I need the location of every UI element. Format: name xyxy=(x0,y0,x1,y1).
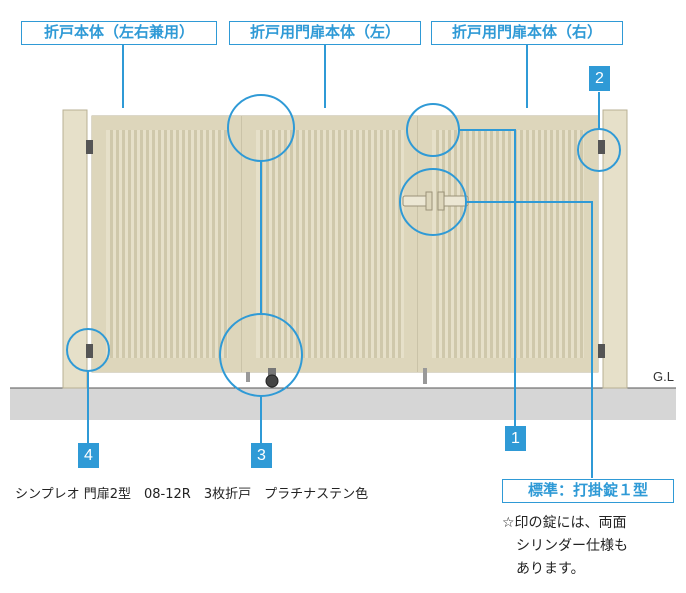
drop-rod xyxy=(423,368,427,384)
label-standard-lock: 標準：打掛錠１型 xyxy=(502,479,674,503)
gate-bar xyxy=(362,130,365,358)
gate-bar xyxy=(526,130,529,358)
gate-bar xyxy=(194,130,197,358)
note-line-2: シリンダー仕様も xyxy=(516,538,628,554)
latch-lock xyxy=(402,191,469,211)
gate-bar xyxy=(344,130,347,358)
floor-stopper xyxy=(246,372,250,382)
gate-bar xyxy=(568,130,571,358)
ground-level-label: G.L xyxy=(653,369,674,384)
gate-bar xyxy=(436,130,439,358)
badge-2: 2 xyxy=(589,66,610,91)
product-caption: シンプレオ 門扉2型 08-12R 3枚折戸 プラチナステン色 xyxy=(15,487,369,502)
gate-bars xyxy=(110,130,583,358)
gate-bar xyxy=(152,130,155,358)
gate-bar xyxy=(278,130,281,358)
hinge-right-top xyxy=(598,140,605,154)
gate-bar xyxy=(218,130,221,358)
leader-lock xyxy=(466,201,593,478)
lock-note: ☆印の錠には、両面 シリンダー仕様も あります。 xyxy=(502,512,628,581)
gate-bar xyxy=(478,130,481,358)
gate-bar xyxy=(368,130,371,358)
gate-bar xyxy=(326,130,329,358)
gate-bar xyxy=(110,130,113,358)
left-post xyxy=(62,109,88,389)
badge-1: 1 xyxy=(505,426,526,451)
gate-bar xyxy=(472,130,475,358)
gate-bar xyxy=(574,130,577,358)
gate-bar xyxy=(134,130,137,358)
gate-bar xyxy=(284,130,287,358)
gate-bar xyxy=(320,130,323,358)
gate-bar xyxy=(544,130,547,358)
gate-bar xyxy=(386,130,389,358)
gate-bar xyxy=(224,130,227,358)
badge-3: 3 xyxy=(251,443,272,468)
gate-bar xyxy=(296,130,299,358)
label-door-left: 折戸用門扉本体（左） xyxy=(229,21,421,45)
gate-bar xyxy=(484,130,487,358)
gate-bar xyxy=(212,130,215,358)
gate-bar xyxy=(128,130,131,358)
gate-bar xyxy=(448,130,451,358)
gate-bar xyxy=(350,130,353,358)
gate-bar xyxy=(146,130,149,358)
gate-bar xyxy=(580,130,583,358)
gate-bar xyxy=(116,130,119,358)
gate-bar xyxy=(266,130,269,358)
gate-bar xyxy=(314,130,317,358)
gate-bar xyxy=(532,130,535,358)
gate-bar xyxy=(556,130,559,358)
gate-bar xyxy=(176,130,179,358)
gate-bar xyxy=(290,130,293,358)
gate-bar xyxy=(520,130,523,358)
gate-bar xyxy=(502,130,505,358)
gate-bar xyxy=(356,130,359,358)
label-left-body: 折戸本体（左右兼用） xyxy=(21,21,217,45)
gate-bar xyxy=(338,130,341,358)
gate-bar xyxy=(272,130,275,358)
gate-bar xyxy=(182,130,185,358)
gate-bar xyxy=(460,130,463,358)
gate-bar xyxy=(206,130,209,358)
hinge-left-top xyxy=(86,140,93,154)
gate-bar xyxy=(550,130,553,358)
note-line-3: あります。 xyxy=(516,561,585,577)
gate-bar xyxy=(158,130,161,358)
gate-bar xyxy=(454,130,457,358)
gate-bar xyxy=(466,130,469,358)
hinge-right-bottom xyxy=(598,344,605,358)
gate-bar xyxy=(538,130,541,358)
gate-bar xyxy=(302,130,305,358)
gate-bar xyxy=(442,130,445,358)
gate-bar xyxy=(398,130,401,358)
gate-bar xyxy=(496,130,499,358)
gate-bar xyxy=(200,130,203,358)
gate-bar xyxy=(164,130,167,358)
hinge-left-bottom xyxy=(86,344,93,358)
gate-bar xyxy=(374,130,377,358)
badge-4: 4 xyxy=(78,443,99,468)
caster-wheel xyxy=(265,368,279,388)
gate-bar xyxy=(490,130,493,358)
gate-bar xyxy=(188,130,191,358)
gate-bar xyxy=(508,130,511,358)
note-line-1: ☆印の錠には、両面 xyxy=(502,515,627,531)
leader-badge-1-top xyxy=(459,129,516,426)
gate-bar xyxy=(332,130,335,358)
gate-bar xyxy=(562,130,565,358)
gate-bar xyxy=(140,130,143,358)
gate-bar xyxy=(380,130,383,358)
gate-bar xyxy=(392,130,395,358)
gate-bar xyxy=(122,130,125,358)
gate-bar xyxy=(170,130,173,358)
right-post xyxy=(602,109,628,389)
label-door-right: 折戸用門扉本体（右） xyxy=(431,21,623,45)
ground-strip xyxy=(10,388,676,420)
gate-bar xyxy=(308,130,311,358)
